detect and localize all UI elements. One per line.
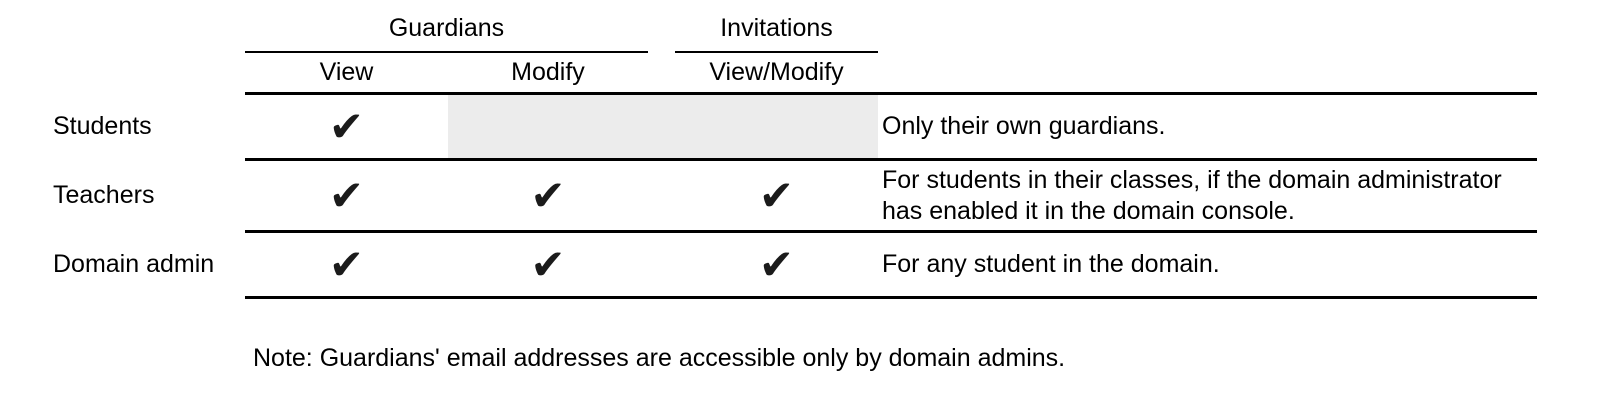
guardians-group-underline bbox=[245, 51, 648, 53]
row-note-teachers: For students in their classes, if the do… bbox=[882, 165, 1502, 225]
check-icon: ✔ bbox=[758, 240, 795, 288]
column-header-view-modify: View/Modify bbox=[709, 57, 844, 86]
table-rule-bottom bbox=[245, 296, 1537, 299]
table-rule-after-students bbox=[245, 158, 1537, 161]
check-icon: ✔ bbox=[328, 102, 365, 150]
check-icon: ✔ bbox=[530, 240, 566, 288]
row-label-students: Students bbox=[53, 112, 152, 140]
column-group-invitations: Invitations bbox=[720, 13, 833, 42]
column-header-modify: Modify bbox=[511, 57, 585, 86]
students-disabled-cells bbox=[448, 95, 878, 158]
column-group-guardians: Guardians bbox=[388, 13, 505, 42]
check-icon: ✔ bbox=[530, 171, 566, 219]
empty-cell bbox=[448, 95, 648, 158]
column-header-view: View bbox=[319, 57, 374, 86]
check-icon: ✔ bbox=[328, 240, 365, 288]
empty-cell bbox=[675, 95, 878, 158]
row-label-teachers: Teachers bbox=[53, 181, 155, 209]
check-icon: ✔ bbox=[328, 171, 365, 219]
invitations-group-underline bbox=[675, 51, 878, 53]
table-rule-after-teachers bbox=[245, 230, 1537, 233]
row-note-students: Only their own guardians. bbox=[882, 112, 1166, 140]
check-icon: ✔ bbox=[758, 171, 795, 219]
row-label-domain-admin: Domain admin bbox=[53, 250, 215, 278]
row-note-domain-admin: For any student in the domain. bbox=[882, 250, 1220, 278]
table-rule-header bbox=[245, 92, 1537, 95]
footnote: Note: Guardians' email addresses are acc… bbox=[253, 343, 1066, 372]
